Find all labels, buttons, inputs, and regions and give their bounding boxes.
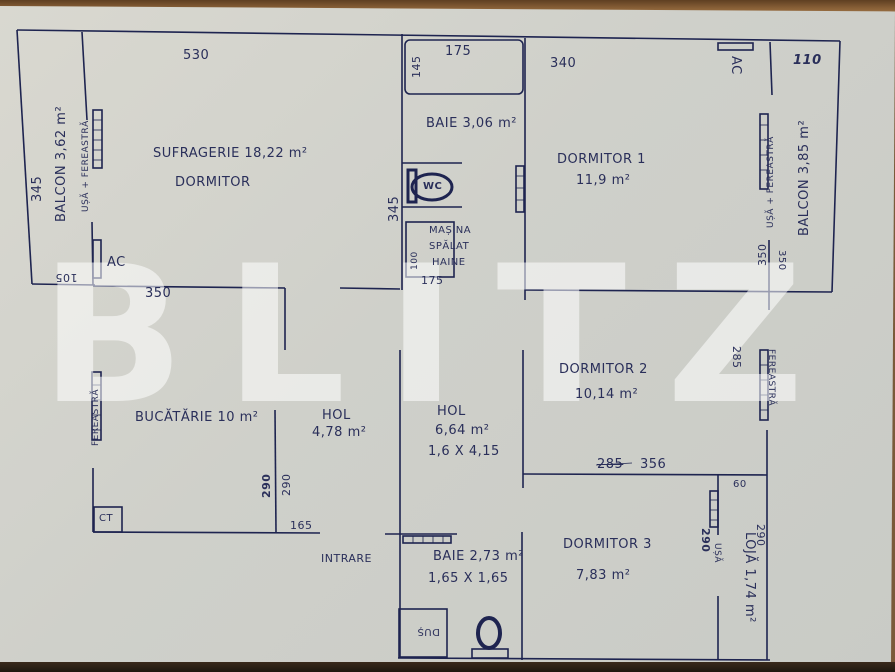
masina-line1: MAȘINA <box>429 225 472 236</box>
dim-60: 60 <box>733 479 747 490</box>
room-hol1-name: HOL <box>322 408 351 423</box>
dim-145: 145 <box>410 55 423 79</box>
room-dormitor2-name: DORMITOR 2 <box>559 362 648 377</box>
dim-290-buc-a: 290 <box>260 473 273 498</box>
room-hol2-area: 6,64 m² <box>435 423 490 438</box>
room-dormitor1-name: DORMITOR 1 <box>557 152 646 167</box>
dim-356: 356 <box>640 457 667 472</box>
dormitor2-window-label: FEREASTRĂ <box>766 349 776 407</box>
ac-top-right-label: AC <box>728 56 743 75</box>
wc-label: WC <box>423 181 443 192</box>
dim-340: 340 <box>550 56 577 71</box>
dus-label: DUȘ <box>417 626 440 637</box>
dim-350-right-a: 350 <box>756 243 769 267</box>
dim-175-bottom: 175 <box>421 274 444 287</box>
dim-350-mid: 350 <box>145 286 172 301</box>
room-dormitor1-area: 11,9 m² <box>576 173 631 188</box>
wood-table-bottom <box>0 662 895 672</box>
room-bucatarie-name: BUCĂTĂRIE 10 m² <box>135 410 259 425</box>
room-balcon-left-name: BALCON 3,62 m² <box>54 105 69 222</box>
room-baie2-dims: 1,65 X 1,65 <box>428 571 509 586</box>
dim-285-right: 285 <box>730 346 743 369</box>
intrare-label: INTRARE <box>321 552 373 565</box>
ct-label: CT <box>99 513 114 524</box>
masina-line2: SPĂLAT <box>429 241 470 252</box>
room-sufragerie-subtitle: DORMITOR <box>175 175 251 190</box>
balcon-right-door-label: UȘĂ + FEREASTRĂ <box>766 136 776 228</box>
dim-290-buc-b: 290 <box>280 473 293 497</box>
room-dormitor2-area: 10,14 m² <box>575 387 639 402</box>
balcon-left-door-label: UȘĂ + FEREASTRĂ <box>81 120 91 212</box>
masina-line3: HAINE <box>432 257 466 268</box>
dim-345-left: 345 <box>30 175 45 202</box>
dim-345-baie: 345 <box>387 195 402 222</box>
room-baie2-name: BAIE 2,73 m² <box>433 549 524 564</box>
bucatarie-window-label: FEREASTRĂ <box>91 388 101 446</box>
dim-290-dorm3: 290 <box>699 528 712 553</box>
dim-530: 530 <box>183 48 210 63</box>
dim-350-right-b: 350 <box>776 250 787 271</box>
room-sufragerie-name: SUFRAGERIE 18,22 m² <box>153 146 308 161</box>
dim-285-struck: 285 <box>597 457 624 472</box>
dim-175-top: 175 <box>445 44 472 59</box>
dim-110: 110 <box>793 53 822 68</box>
room-balcon-right-name: BALCON 3,85 m² <box>797 119 812 236</box>
loja-door-label: UȘĂ <box>712 543 722 563</box>
room-dormitor3-area: 7,83 m² <box>576 568 631 583</box>
room-baie1-name: BAIE 3,06 m² <box>426 116 517 131</box>
room-dormitor3-name: DORMITOR 3 <box>563 537 652 552</box>
room-hol2-dims: 1,6 X 4,15 <box>428 444 500 459</box>
room-hol2-name: HOL <box>437 404 466 419</box>
dim-100: 100 <box>410 251 420 270</box>
dim-165: 165 <box>290 519 313 532</box>
ac-left-label: AC <box>107 255 126 270</box>
dim-105: 105 <box>55 271 78 284</box>
room-hol1-area: 4,78 m² <box>312 425 367 440</box>
dim-290-loja: 290 <box>754 524 767 547</box>
